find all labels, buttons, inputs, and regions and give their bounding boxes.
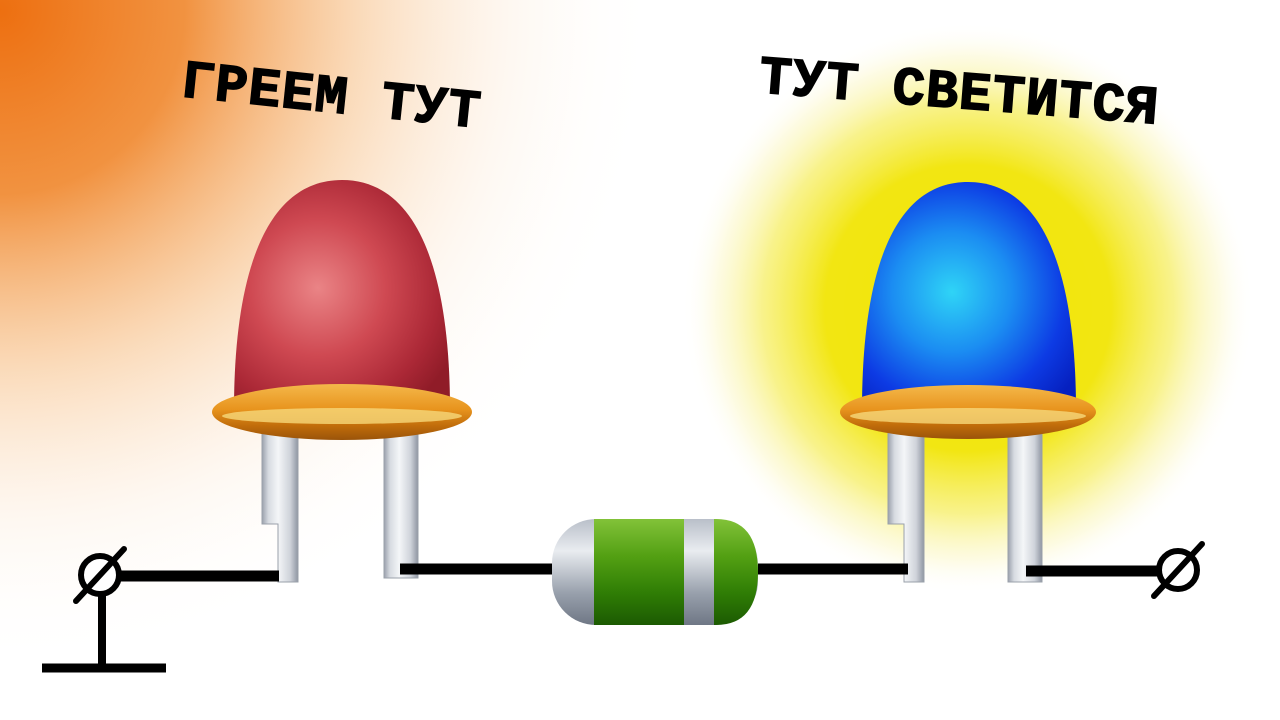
resistor-band — [684, 519, 714, 625]
led-red-dome — [234, 180, 450, 410]
led-red-flange-stripe — [222, 408, 462, 424]
led-red-right-leg — [383, 427, 419, 579]
led-blue — [840, 182, 1096, 583]
led-blue-flange-stripe — [850, 408, 1086, 424]
terminal-right — [1151, 541, 1205, 599]
wires — [112, 563, 1162, 582]
led-red — [212, 180, 472, 583]
ground-symbol — [42, 594, 166, 673]
led-blue-right-leg — [1007, 427, 1043, 583]
led-blue-dome — [862, 182, 1076, 410]
resistor — [552, 519, 758, 625]
terminal-right-slash — [1151, 541, 1205, 599]
resistor-body — [594, 519, 758, 625]
terminal-left-slash — [73, 546, 127, 604]
